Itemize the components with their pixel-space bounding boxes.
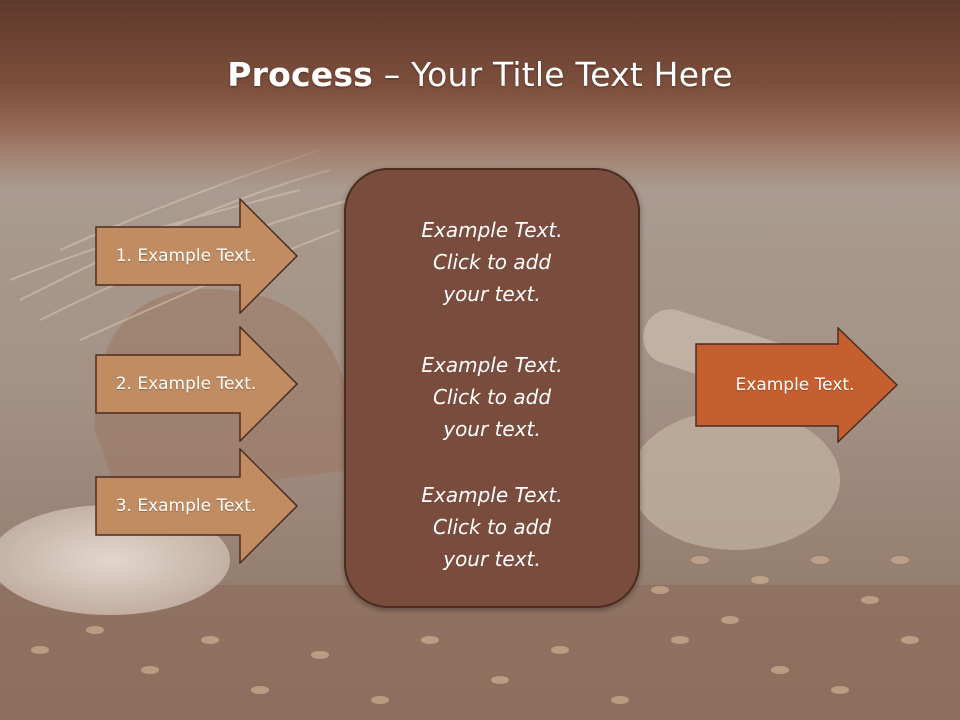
center-block-1-line-3: your text.	[443, 282, 541, 306]
arrow-shape-3	[95, 448, 299, 564]
center-text-box[interactable]: Example Text. Click to add your text. Ex…	[344, 168, 640, 608]
slide-title[interactable]: Process – Your Title Text Here	[0, 52, 960, 98]
right-arrow[interactable]: Example Text.	[695, 327, 899, 443]
center-block-2: Example Text. Click to add your text.	[346, 349, 638, 445]
center-block-1: Example Text. Click to add your text.	[346, 214, 638, 310]
right-arrow-label: Example Text.	[735, 375, 855, 395]
center-block-2-line-1: Example Text.	[421, 353, 563, 377]
center-block-1-line-2: Click to add	[432, 250, 552, 274]
arrow-shape-1	[95, 198, 299, 314]
center-block-1-line-1: Example Text.	[421, 218, 563, 242]
left-arrow-label-3: 3. Example Text.	[115, 496, 257, 516]
center-block-3: Example Text. Click to add your text.	[346, 479, 638, 575]
title-band	[0, 0, 960, 190]
center-block-3-line-1: Example Text.	[421, 483, 563, 507]
left-arrow-label-2: 2. Example Text.	[115, 374, 257, 394]
arrow-shape-2	[95, 326, 299, 442]
right-arrow-shape	[695, 327, 899, 443]
center-block-3-line-2: Click to add	[432, 515, 552, 539]
center-block-2-line-2: Click to add	[432, 385, 552, 409]
left-arrow-2[interactable]: 2. Example Text.	[95, 326, 299, 442]
title-bold: Process	[227, 55, 374, 94]
left-arrow-label-1: 1. Example Text.	[115, 246, 257, 266]
left-arrow-3[interactable]: 3. Example Text.	[95, 448, 299, 564]
center-block-2-line-3: your text.	[443, 417, 541, 441]
title-rest: – Your Title Text Here	[373, 55, 733, 94]
left-arrow-1[interactable]: 1. Example Text.	[95, 198, 299, 314]
center-block-3-line-3: your text.	[443, 547, 541, 571]
